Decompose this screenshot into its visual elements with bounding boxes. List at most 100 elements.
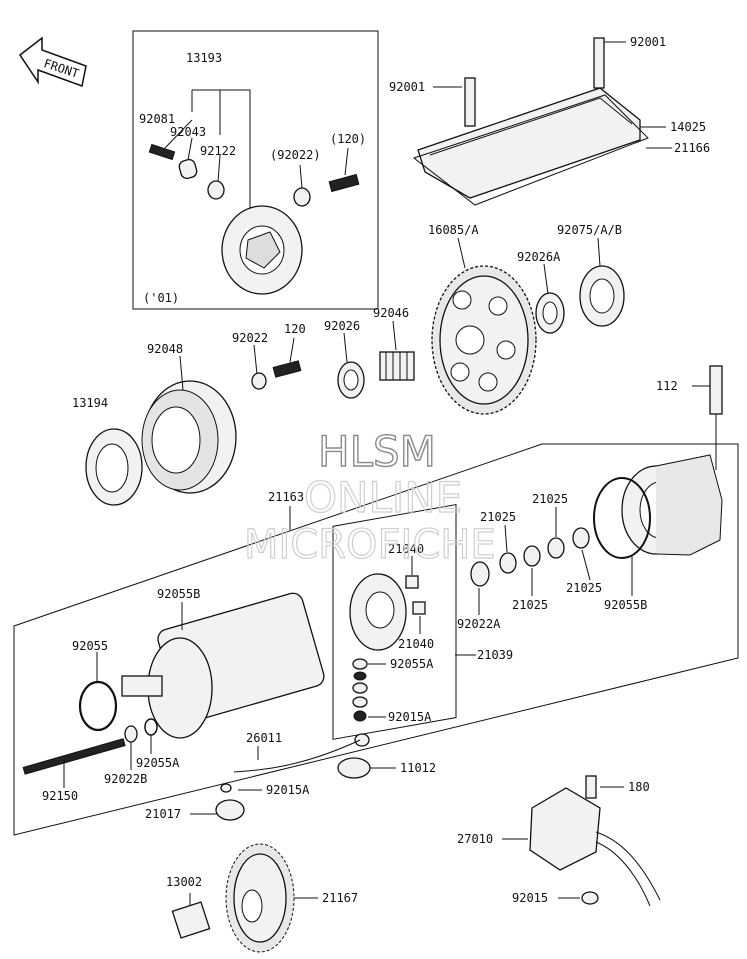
bolt-112 bbox=[709, 365, 723, 415]
label-180: 180 bbox=[628, 780, 650, 794]
label-92026A: 92026A bbox=[517, 250, 561, 264]
label-92055A-low: 92055A bbox=[136, 756, 180, 770]
label-92043: 92043 bbox=[170, 125, 206, 139]
label-92026: 92026 bbox=[324, 319, 360, 333]
inset-washer-92022 bbox=[293, 187, 311, 207]
label-13194: 13194 bbox=[72, 396, 108, 410]
bolt-92001-top bbox=[593, 37, 605, 89]
label-21017: 21017 bbox=[145, 807, 181, 821]
label-21025-b: 21025 bbox=[532, 492, 568, 506]
inset-spring-92081 bbox=[148, 143, 176, 161]
terminal-stack-92015A bbox=[352, 658, 370, 747]
gear-leaders bbox=[457, 237, 601, 295]
label-21167: 21167 bbox=[322, 891, 358, 905]
cable-26011 bbox=[233, 739, 361, 773]
label-92015A-low: 92015A bbox=[266, 783, 310, 797]
label-21025-a: 21025 bbox=[480, 510, 516, 524]
label-21166: 21166 bbox=[674, 141, 710, 155]
brush-21040-bot bbox=[412, 601, 426, 615]
inset-box-2001 bbox=[132, 30, 379, 310]
label-13002: 13002 bbox=[166, 875, 202, 889]
label-16085: 16085/A bbox=[428, 223, 479, 237]
label-92015: 92015 bbox=[512, 891, 548, 905]
washer-21025-a bbox=[572, 527, 590, 549]
watermark-line2: ONLINE bbox=[304, 473, 462, 522]
fitting-21017 bbox=[215, 799, 245, 821]
label-92055A-mid: 92055A bbox=[390, 657, 434, 671]
clutch-leaders bbox=[179, 320, 717, 470]
label-92022: 92022 bbox=[232, 331, 268, 345]
washer-92022A bbox=[470, 561, 490, 587]
brush-21040-top bbox=[405, 575, 419, 589]
inset-pin-92043 bbox=[178, 158, 198, 180]
starter-clutch-92048 bbox=[141, 380, 237, 494]
inset-collar-92122 bbox=[207, 180, 225, 200]
washer-21025-b bbox=[547, 537, 565, 559]
cover-leaders bbox=[433, 41, 672, 149]
label-92022-paren: (92022) bbox=[270, 148, 321, 162]
label-92022B: 92022B bbox=[104, 772, 147, 786]
starter-assembly-frame bbox=[13, 443, 739, 836]
label-92001-top: 92001 bbox=[630, 35, 666, 49]
washer-92022 bbox=[251, 372, 267, 390]
label-11012: 11012 bbox=[400, 761, 436, 775]
starter-motor-body bbox=[121, 592, 325, 739]
label-26011: 26011 bbox=[246, 731, 282, 745]
bolt-92150 bbox=[22, 738, 126, 775]
label-21040-top: 21040 bbox=[388, 542, 424, 556]
label-14025: 14025 bbox=[670, 120, 706, 134]
label-92150: 92150 bbox=[42, 789, 78, 803]
label-92022A: 92022A bbox=[457, 617, 501, 631]
bolt-180 bbox=[585, 775, 597, 799]
oring-92055 bbox=[78, 680, 118, 732]
washer-92022B bbox=[124, 725, 138, 743]
cover-gasket-21166 bbox=[412, 94, 649, 206]
shaft-13002 bbox=[171, 901, 211, 939]
gear-21167 bbox=[225, 843, 295, 953]
label-92001-left: 92001 bbox=[389, 80, 425, 94]
inset-leaders bbox=[164, 89, 349, 215]
label-92075: 92075/A/B bbox=[557, 223, 622, 237]
label-21025-d: 21025 bbox=[566, 581, 602, 595]
label-92055: 92055 bbox=[72, 639, 108, 653]
needle-bearing-92046 bbox=[379, 351, 415, 381]
watermark: HLSM ONLINE MICROFICHE bbox=[243, 426, 496, 568]
inset-year-label: ('01) bbox=[143, 291, 179, 305]
label-92046: 92046 bbox=[373, 306, 409, 320]
starter-end-cover-21163-right bbox=[621, 454, 723, 556]
label-92048: 92048 bbox=[147, 342, 183, 356]
label-92122: 92122 bbox=[200, 144, 236, 158]
label-27010: 27010 bbox=[457, 832, 493, 846]
label-120-paren: (120) bbox=[330, 132, 366, 146]
idle-gear-16085 bbox=[431, 265, 537, 415]
label-13193: 13193 bbox=[186, 51, 222, 65]
inset-bolt-120 bbox=[328, 173, 360, 193]
label-92055B-left: 92055B bbox=[157, 587, 200, 601]
label-112: 112 bbox=[656, 379, 678, 393]
relay-leaders bbox=[189, 786, 624, 906]
starter-cover-14025 bbox=[417, 87, 641, 199]
starter-relay-27010 bbox=[529, 787, 661, 907]
fitting-11012 bbox=[337, 757, 371, 779]
nut-92015 bbox=[581, 891, 599, 905]
washer-21025-d bbox=[499, 552, 517, 574]
brush-holder-box bbox=[332, 504, 457, 740]
front-arrow-icon: FRONT bbox=[18, 36, 87, 88]
label-120: 120 bbox=[284, 322, 306, 336]
watermark-line1: HLSM bbox=[318, 427, 436, 476]
label-92055B-right: 92055B bbox=[604, 598, 647, 612]
label-92015A-mid: 92015A bbox=[388, 710, 432, 724]
label-92081: 92081 bbox=[139, 112, 175, 126]
nut-92015A-low bbox=[220, 783, 232, 793]
watermark-line3: MICROFICHE bbox=[244, 522, 496, 568]
bolt-120 bbox=[272, 360, 302, 378]
bolt-92001-left bbox=[464, 77, 476, 127]
label-21163: 21163 bbox=[268, 490, 304, 504]
inset-starter-clutch-13193 bbox=[221, 205, 303, 295]
motor-leaders bbox=[63, 506, 633, 815]
label-21025-c: 21025 bbox=[512, 598, 548, 612]
brush-plate-21039 bbox=[349, 573, 407, 651]
label-21039: 21039 bbox=[477, 648, 513, 662]
oring-92055A bbox=[144, 718, 158, 736]
